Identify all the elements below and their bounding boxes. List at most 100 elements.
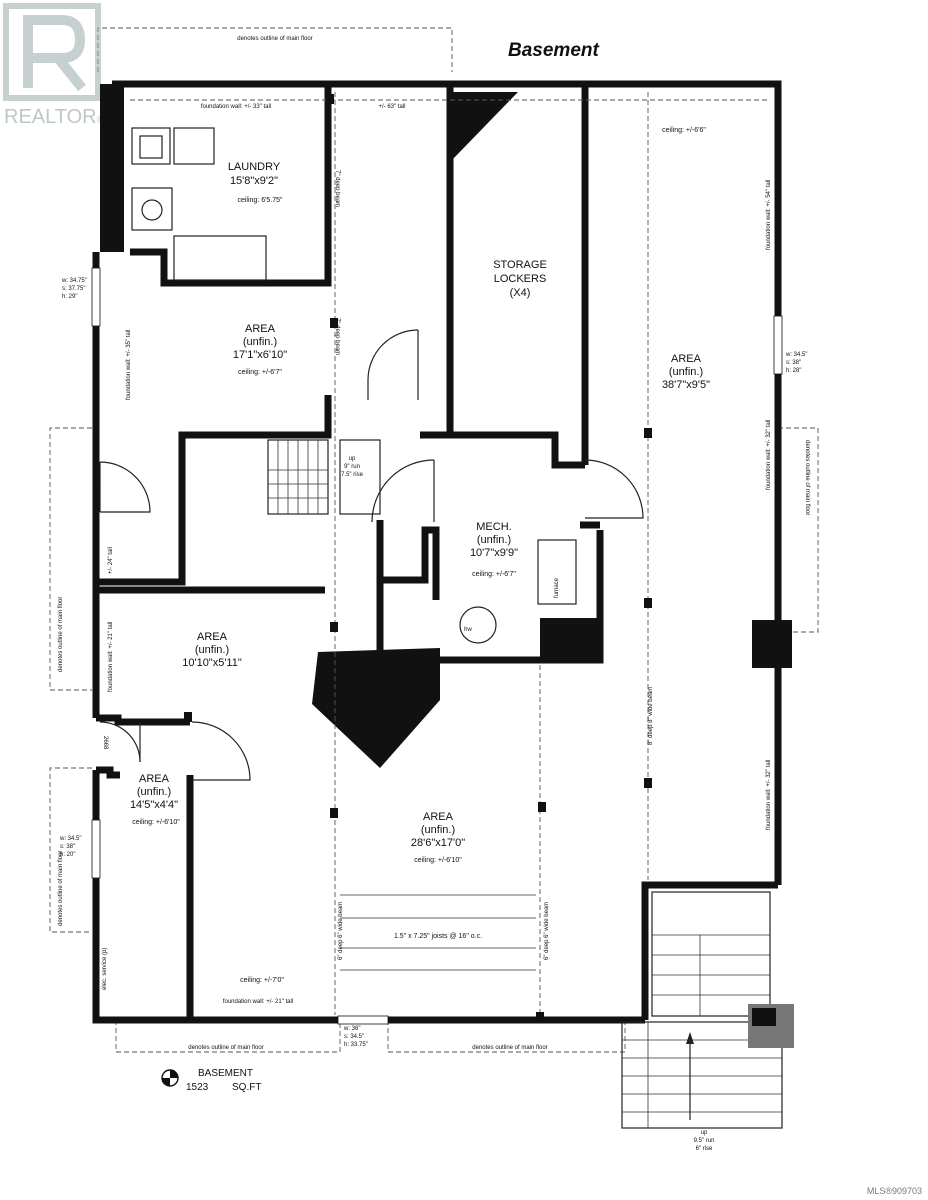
note-foundation-21b: foundation wall: +/- 21" tall [223, 999, 293, 1005]
note-ext-stair-rise: 6" rise [696, 1146, 713, 1152]
note-ext-stair-run: 9.5" run [694, 1138, 715, 1144]
room-name: MECH. [476, 521, 511, 533]
note-stair-up: up [349, 456, 356, 462]
window-w2-h: h: 28" [786, 368, 801, 374]
note-foundation-32a: foundation wall: +/- 32" tall [766, 420, 772, 490]
footer-area: 1523 [186, 1082, 209, 1093]
room-label-area1: AREA (unfin.) 17'1"x6'10" ceiling: +/-6'… [233, 323, 287, 376]
window-w2-s: s: 38" [786, 360, 801, 366]
window-specs: w: 34.75" s: 37.75" h: 29" w: 34.5" s: 3… [59, 278, 807, 1048]
realtor-text: REALTOR® [4, 106, 105, 128]
interior-walls [96, 84, 604, 1020]
room-name: AREA [139, 773, 170, 785]
room-sub: (unfin.) [421, 824, 455, 836]
note-hw: hw [464, 627, 472, 633]
room-ceiling: ceiling: +/-6'7" [472, 571, 516, 578]
realtor-r-glyph [23, 15, 86, 92]
room-label-area2: AREA (unfin.) 38'7"x9'5" ceiling: +/-6'6… [662, 127, 710, 391]
room-ceiling: ceiling: +/-6'10" [132, 819, 180, 826]
footer-unit: SQ.FT [232, 1082, 261, 1093]
window-w4-w: w: 36" [343, 1026, 360, 1032]
mls-number: MLS®909703 [867, 1186, 922, 1196]
note-deep-beam-1: 7" deep beam [334, 170, 340, 207]
plan-notes: denotes outline of main floor foundation… [58, 36, 810, 1152]
room-label-laundry: LAUNDRY 15'8"x9'2" ceiling: 6'5.75" [228, 161, 283, 204]
beams [130, 92, 770, 1015]
room-name: AREA [671, 353, 702, 365]
room-sub: (unfin.) [243, 336, 277, 348]
window-w2-w: w: 34.5" [785, 352, 807, 358]
realtor-watermark: REALTOR® [3, 3, 105, 128]
note-foundation-63: +/- 63" tall [379, 104, 406, 110]
room-name: AREA [197, 631, 228, 643]
realtor-r-logo [3, 3, 101, 101]
mech-fixtures [459, 539, 577, 644]
room-ceiling: ceiling: +/-6'7" [238, 369, 282, 376]
note-outline-left-1: denotes outline of main floor [58, 597, 64, 672]
room-ceiling: ceiling: 6'5.75" [237, 197, 283, 204]
room-dims: (X4) [510, 287, 531, 299]
note-foundation-54: foundation wall: +/- 54" tall [766, 180, 772, 250]
page-title: Basement [508, 40, 599, 61]
room-name: AREA [245, 323, 276, 335]
note-foundation-33: foundation wall: +/- 33" tall [201, 104, 271, 110]
window-w3-w: w: 34.5" [59, 836, 81, 842]
note-outline-left-2: denotes outline of main floor [58, 851, 64, 926]
interior-stairs [267, 439, 381, 515]
window-w4-h: h: 33.75" [344, 1042, 368, 1048]
room-dims: 28'6"x17'0" [411, 837, 465, 849]
window-w3-s: s: 38" [60, 844, 75, 850]
door-label-2864: 2864 [92, 486, 98, 500]
note-tall-24: +/- 24" tall [108, 547, 114, 574]
room-dims: 14'5"x4'4" [130, 799, 178, 811]
room-ceiling: ceiling: +/-6'6" [662, 127, 706, 134]
room-sub: (unfin.) [477, 534, 511, 546]
note-wide-beam-3: 6" deep 6" wide beam [544, 902, 550, 960]
main-floor-outline [49, 27, 819, 1053]
note-foundation-21a: foundation wall: +/- 21" tall [108, 622, 114, 692]
laundry-fixtures [131, 127, 267, 281]
wall-windows [91, 267, 783, 1025]
note-stair-rise: 7.5" rise [341, 472, 363, 478]
room-sub: (unfin.) [195, 644, 229, 656]
note-elec-service: elec. service (p) [102, 948, 108, 990]
note-outline-bottom-left: denotes outline of main floor [188, 1045, 263, 1051]
room-sub: (unfin.) [137, 786, 171, 798]
room-name: AREA [423, 811, 454, 823]
note-stair-run: 9" run [344, 464, 360, 470]
note-foundation-35: foundation wall: +/- 35" tall [126, 330, 132, 400]
note-wide-beam-2: 8" deep 8" wide beam [648, 687, 654, 745]
room-name: LAUNDRY [228, 161, 281, 173]
note-joists: 1.5" x 7.25" joists @ 16" o.c. [394, 933, 482, 940]
note-outline-bottom-right: denotes outline of main floor [472, 1045, 547, 1051]
window-w1-s: s: 37.75" [62, 286, 85, 292]
room-dims: 15'8"x9'2" [230, 175, 278, 187]
footer-label: BASEMENT [198, 1068, 253, 1079]
room-label-area5: AREA (unfin.) 28'6"x17'0" ceiling: +/-6'… [240, 811, 465, 984]
area-footer: BASEMENT 1523 SQ.FT [161, 1068, 261, 1093]
room-dims: 38'7"x9'5" [662, 379, 710, 391]
joists-lines [340, 894, 536, 971]
room-dims: 10'10"x5'11" [182, 657, 242, 669]
door-swings [99, 329, 644, 781]
window-w1-w: w: 34.75" [61, 278, 87, 284]
room-label-area3: AREA (unfin.) 10'10"x5'11" [182, 631, 242, 669]
window-w3-h: h: 20" [60, 852, 75, 858]
room-name: STORAGE [493, 259, 547, 271]
note-foundation-32b: foundation wall: +/- 32" tall [766, 760, 772, 830]
note-deep-beam-2: 7" deep beam [334, 318, 340, 355]
note-outline-top: denotes outline of main floor [237, 36, 312, 42]
room-label-storage: STORAGE LOCKERS (X4) [493, 259, 547, 299]
room-label-area4: AREA (unfin.) 14'5"x4'4" ceiling: +/-6'1… [130, 773, 180, 826]
room-dims: 10'7"x9'9" [470, 547, 518, 559]
window-w1-h: h: 29" [62, 294, 77, 300]
room-ceiling-2: ceiling: +/-7'0" [240, 977, 284, 984]
room-label-mech: MECH. (unfin.) 10'7"x9'9" ceiling: +/-6'… [470, 521, 518, 578]
beam-posts [184, 94, 652, 1022]
room-ceiling: ceiling: +/-6'10" [414, 857, 462, 864]
room-name-2: LOCKERS [494, 273, 547, 285]
structural-fills [312, 92, 792, 768]
exterior-stairs [621, 891, 794, 1129]
note-ext-stair-up: up [701, 1130, 708, 1136]
